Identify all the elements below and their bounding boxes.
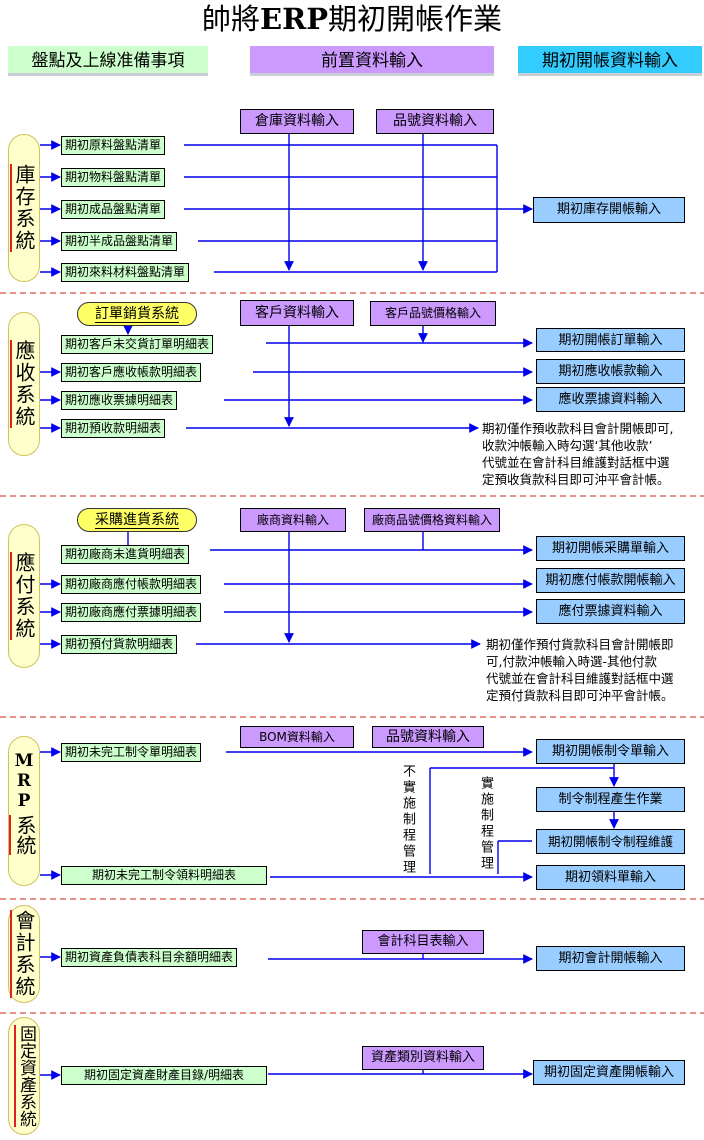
receivable-note-line: 定預收貨款科目即可沖平會計帳。	[482, 472, 670, 487]
asset-category-box: 資產類別資料輸入	[362, 1046, 484, 1070]
source-fixed-asset-register: 期初固定資產財產目錄/明細表	[61, 1066, 267, 1085]
target-opening-po: 期初開帳采購單輸入	[536, 536, 685, 561]
receivable-note-line: 收款沖帳輸入時勾選‘其他收款’	[482, 438, 653, 453]
source-advance-receipts: 期初預收款明細表	[61, 419, 166, 438]
accounting-system-label: 會計系統	[8, 905, 40, 1003]
target-opening-routing-maintenance: 期初開帳制令制程維護	[536, 829, 685, 854]
receivable-note-line: 期初僅作預收款科目會計開帳即可,	[482, 421, 674, 436]
vendor-item-price-box: 廠商品號價格資料輸入	[364, 508, 500, 532]
purchasing-system-oval: 采購進貨系統	[77, 508, 197, 532]
target-opening-issue: 期初領料單輸入	[536, 865, 685, 890]
source-customer-ar: 期初客戶應收帳款明細表	[61, 363, 202, 382]
source-notes-receivable: 期初應收票據明細表	[61, 391, 178, 410]
source-vendor-ap: 期初廠商應付帳款明細表	[61, 575, 202, 594]
sales-order-system-oval: 訂單銷貨系統	[77, 302, 197, 326]
target-fixed-asset-opening: 期初固定資產開帳輸入	[533, 1060, 685, 1085]
warehouse-input-box: 倉庫資料輸入	[240, 109, 354, 134]
receivable-system-label: 應收系統	[8, 312, 40, 456]
source-raw-material-list: 期初原料盤點清單	[61, 136, 166, 155]
chart-of-accounts-box: 會計科目表輸入	[362, 930, 484, 954]
source-finished-goods-list: 期初成品盤點清單	[61, 200, 166, 219]
receivable-note-line: 代號並在會計科目維護對話框中選	[482, 455, 670, 470]
target-ar-opening: 期初應收帳款輸入	[536, 359, 685, 384]
inventory-system-label: 庫存系統	[8, 134, 40, 282]
payable-note-line: 期初僅作預付貨款科目會計開帳即	[486, 637, 674, 652]
source-consigned-material-list: 期初來料材料盤點清單	[61, 263, 190, 282]
header-opening-entry: 期初開帳資料輸入	[518, 46, 702, 76]
target-opening-work-order: 期初開帳制令單輸入	[536, 739, 685, 764]
payable-note: 期初僅作預付貨款科目會計開帳即 可,付款沖帳輸入時選-其他付款 代號並在會計科目…	[486, 636, 704, 704]
payable-note-line: 定預付貨款科目即可沖平會計帳。	[486, 688, 674, 703]
source-work-order-issues: 期初未完工制令領料明細表	[61, 866, 267, 885]
source-semi-finished-list: 期初半成品盤點清單	[61, 232, 178, 251]
payable-note-line: 代號並在會計科目維護對話框中選	[486, 671, 674, 686]
target-routing-generation: 制令制程產生作業	[536, 787, 685, 812]
source-customer-open-orders: 期初客戶未交貨訂單明細表	[61, 335, 214, 354]
source-vendor-notes-payable: 期初廠商應付票據明細表	[61, 603, 202, 622]
mrp-item-input-box: 品號資料輸入	[372, 726, 484, 748]
mrp-label-system: 系統	[9, 815, 40, 855]
title-prefix: 帥將	[201, 2, 260, 36]
target-ap-opening: 期初應付帳款開帳輸入	[536, 568, 685, 593]
payable-note-line: 可,付款沖帳輸入時選-其他付款	[486, 654, 657, 669]
vendor-input-box: 廠商資料輸入	[240, 508, 346, 532]
source-material-list: 期初物料盤點清單	[61, 168, 166, 187]
mrp-label-letters: MRP	[14, 751, 34, 811]
target-notes-receivable: 應收票據資料輸入	[536, 387, 685, 412]
bom-input-box: BOM資料輸入	[240, 726, 354, 748]
branch-with-routing: 實施制程管理	[478, 776, 493, 872]
fixed-asset-system-label: 固定資產系統	[8, 1017, 40, 1135]
page-title: 帥將ERP期初開帳作業	[0, 2, 704, 36]
header-master-data: 前置資料輸入	[250, 46, 494, 76]
source-prepayments: 期初預付貨款明細表	[61, 635, 178, 654]
source-open-work-orders: 期初未完工制令單明細表	[61, 743, 202, 762]
title-bold: ERP	[259, 2, 328, 36]
target-inventory-opening: 期初庫存開帳輸入	[533, 197, 685, 223]
target-accounting-opening: 期初會計開帳輸入	[536, 946, 685, 971]
header-preparation: 盤點及上線准備事項	[8, 46, 208, 76]
customer-input-box: 客戶資料輸入	[240, 300, 354, 326]
target-notes-payable: 應付票據資料輸入	[536, 599, 685, 624]
payable-system-label: 應付系統	[8, 524, 40, 668]
source-balance-sheet-details: 期初資產負債表科目余額明細表	[61, 948, 238, 967]
mrp-system-label: MRP 系統	[8, 736, 40, 886]
title-suffix: 期初開帳作業	[328, 2, 503, 36]
source-vendor-open-po: 期初廠商未進貨明細表	[61, 545, 190, 564]
item-input-box: 品號資料輸入	[376, 109, 494, 134]
customer-item-price-box: 客戶品號價格輸入	[370, 301, 496, 326]
target-opening-order: 期初開帳訂單輸入	[536, 328, 685, 352]
receivable-note: 期初僅作預收款科目會計開帳即可, 收款沖帳輸入時勾選‘其他收款’ 代號並在會計科…	[482, 420, 704, 488]
branch-no-routing: 不實施制程管理	[400, 764, 415, 876]
